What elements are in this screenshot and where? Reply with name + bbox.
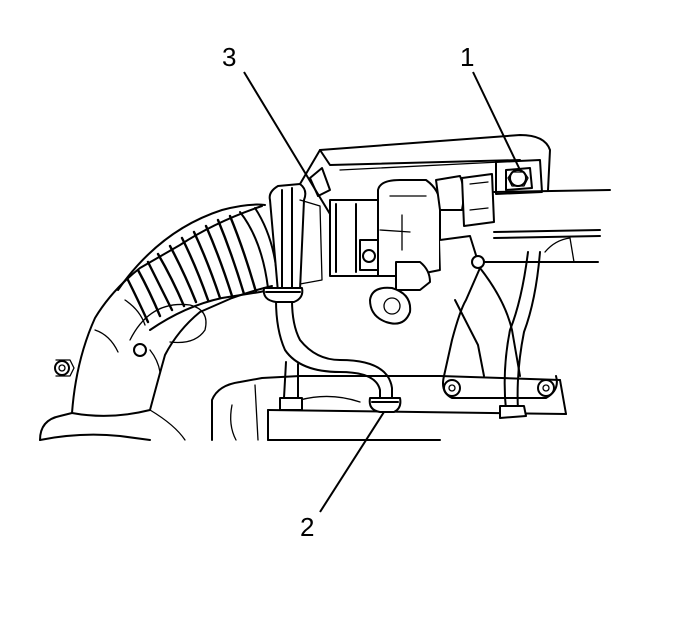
leader-line-1 [472, 71, 521, 171]
callout-2: 2 [300, 512, 314, 542]
callout-labels: 1 3 2 [222, 42, 474, 542]
intake-rails [479, 189, 611, 263]
u-shaped-hose [262, 287, 402, 413]
air-inlet-duct [39, 205, 273, 441]
throttle-body [299, 134, 551, 277]
callout-1: 1 [460, 42, 474, 72]
callout-3: 3 [222, 42, 236, 72]
callout-leaders [243, 71, 521, 513]
lower-bracket [359, 235, 558, 399]
corrugated-bellows [117, 203, 279, 357]
leader-line-2 [319, 411, 385, 513]
leader-line-3 [243, 71, 331, 215]
hose-clamp [268, 183, 323, 293]
right-vertical-hose [499, 251, 541, 419]
